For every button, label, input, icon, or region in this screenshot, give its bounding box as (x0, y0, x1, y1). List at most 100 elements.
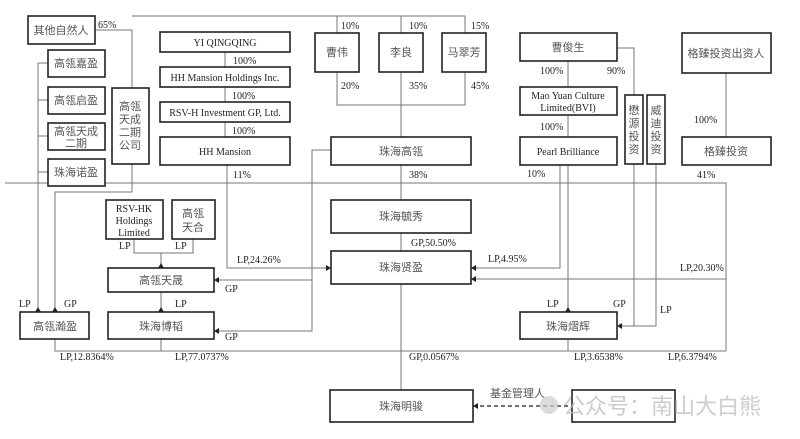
entity-zhuhai-mingjun: 珠海明骏 (329, 389, 474, 423)
entity-gaoling-hanying: 高瓴瀚盈 (19, 311, 90, 340)
svg-text:15%: 15% (471, 21, 489, 32)
svg-text:10%: 10% (409, 21, 427, 32)
svg-text:LP,6.3794%: LP,6.3794% (668, 352, 717, 363)
entity-cao-junsheng: 曹俊生 (519, 32, 618, 62)
svg-text:100%: 100% (540, 122, 563, 133)
entity-zhuhai-xianying: 珠海贤盈 (330, 250, 472, 285)
entity-zhuhai-yuxiu: 珠海毓秀 (330, 199, 472, 234)
svg-text:Pearl Brilliance: Pearl Brilliance (537, 147, 600, 158)
svg-text:格臻投资出资人: 格臻投资出资人 (688, 46, 765, 60)
svg-text:LP: LP (175, 299, 187, 310)
ownership-labels: 65% 10% 10% 15% 20% 35% 45% 100% 100% 10… (19, 20, 724, 400)
entity-hh-holdings: HH Mansion Holdings Inc. (159, 66, 291, 88)
svg-text:10%: 10% (527, 169, 545, 180)
svg-text:LP,3.6538%: LP,3.6538% (574, 352, 623, 363)
svg-text:LP,24.26%: LP,24.26% (237, 255, 281, 266)
entity-hh-mansion: HH Mansion (159, 136, 291, 166)
svg-text:LP,20.30%: LP,20.30% (680, 263, 724, 274)
svg-text:11%: 11% (233, 170, 251, 181)
svg-text:珠海贤盈: 珠海贤盈 (379, 260, 423, 274)
svg-text:65%: 65% (98, 20, 116, 31)
svg-text:LP,4.95%: LP,4.95% (488, 254, 527, 265)
svg-text:RSV-H Investment GP, Ltd.: RSV-H Investment GP, Ltd. (169, 108, 281, 119)
svg-text:珠海毓秀: 珠海毓秀 (379, 209, 423, 223)
entity-weidi-invest: 威 迪 投 资 (646, 94, 666, 165)
svg-text:20%: 20% (341, 81, 359, 92)
svg-text:公众号：南山大白熊: 公众号：南山大白熊 (563, 395, 761, 420)
svg-text:Holdings: Holdings (116, 216, 153, 227)
entity-cao-wei: 曹伟 (314, 32, 360, 73)
svg-text:LP: LP (175, 241, 187, 252)
svg-text:资: 资 (651, 143, 662, 156)
watermark: 公众号：南山大白熊 (540, 395, 761, 420)
entity-tiancheng-company: 高瓴 天成 二期 公司 (111, 87, 150, 165)
svg-text:基金管理人: 基金管理人 (490, 386, 545, 400)
svg-text:二期: 二期 (65, 137, 87, 150)
svg-text:珠海熠辉: 珠海熠辉 (546, 319, 590, 333)
connectors (5, 15, 727, 407)
svg-text:天合: 天合 (182, 220, 204, 234)
svg-text:投: 投 (629, 129, 640, 143)
svg-text:高瓴: 高瓴 (119, 99, 141, 113)
svg-text:GP,0.0567%: GP,0.0567% (409, 352, 459, 363)
svg-text:Limited(BVI): Limited(BVI) (540, 103, 596, 114)
svg-text:高瓴天晟: 高瓴天晟 (139, 273, 183, 287)
entity-gaoling-tiansheng: 高瓴天晟 (107, 267, 215, 293)
svg-text:曹伟: 曹伟 (326, 46, 348, 59)
svg-text:珠海博韬: 珠海博韬 (139, 319, 183, 333)
svg-text:高瓴嘉盈: 高瓴嘉盈 (54, 56, 98, 70)
svg-text:高瓴启盈: 高瓴启盈 (54, 93, 98, 107)
svg-text:迪: 迪 (651, 117, 662, 130)
svg-text:100%: 100% (232, 91, 255, 102)
svg-text:其他自然人: 其他自然人 (34, 23, 89, 37)
entity-zhuhai-nuoying: 珠海诺盈 (47, 158, 106, 187)
svg-text:珠海明骏: 珠海明骏 (379, 399, 423, 413)
svg-text:41%: 41% (697, 170, 715, 181)
svg-text:二期: 二期 (119, 126, 141, 139)
entity-maoyuan-invest: 懋 源 投 资 (624, 94, 644, 165)
entity-li-liang: 李良 (378, 32, 424, 73)
svg-text:YI QINGQING: YI QINGQING (193, 38, 256, 49)
entity-gezhen-investors: 格臻投资出资人 (681, 32, 772, 74)
svg-text:100%: 100% (232, 126, 255, 137)
svg-text:LP: LP (547, 299, 559, 310)
svg-text:100%: 100% (233, 56, 256, 67)
svg-text:10%: 10% (341, 21, 359, 32)
entity-yi-qingqing: YI QINGQING (159, 31, 291, 53)
entity-gaoling-tianhe: 高瓴 天合 (171, 199, 216, 240)
svg-text:珠海高瓴: 珠海高瓴 (379, 144, 423, 158)
svg-text:LP: LP (660, 305, 672, 316)
svg-text:90%: 90% (607, 66, 625, 77)
wechat-icon (540, 396, 558, 414)
entity-zhuhai-gaoling: 珠海高瓴 (330, 136, 472, 166)
svg-text:投: 投 (651, 129, 662, 143)
svg-text:懋: 懋 (629, 103, 640, 117)
svg-text:LP: LP (19, 299, 31, 310)
entity-zhuhai-botao: 珠海博韬 (107, 311, 215, 340)
svg-text:高瓴: 高瓴 (182, 206, 204, 220)
svg-text:Limited: Limited (118, 228, 150, 239)
svg-text:天成: 天成 (119, 113, 141, 126)
svg-text:格臻投资: 格臻投资 (704, 144, 748, 158)
svg-text:资: 资 (629, 143, 640, 156)
svg-text:公司: 公司 (119, 139, 141, 152)
svg-text:GP: GP (225, 284, 238, 295)
entity-rsv-hk: RSV-HK Holdings Limited (105, 199, 164, 240)
svg-text:源: 源 (629, 116, 640, 130)
svg-text:曹俊生: 曹俊生 (552, 40, 585, 54)
svg-text:38%: 38% (409, 170, 427, 181)
entity-pearl-brilliance: Pearl Brilliance (519, 136, 618, 166)
svg-text:100%: 100% (694, 115, 717, 126)
svg-text:100%: 100% (540, 66, 563, 77)
entity-ma-cuifang: 马翠芳 (441, 32, 487, 73)
entity-zhuhai-yanhui: 珠海熠辉 (519, 311, 618, 340)
svg-text:LP,12.8364%: LP,12.8364% (60, 352, 114, 363)
entity-gaoling-qiying: 高瓴启盈 (47, 86, 106, 115)
svg-text:珠海诺盈: 珠海诺盈 (54, 165, 98, 179)
entity-rsv-h: RSV-H Investment GP, Ltd. (159, 101, 291, 123)
entity-other-persons: 其他自然人 (27, 15, 96, 45)
entity-fund-manager (571, 389, 676, 423)
